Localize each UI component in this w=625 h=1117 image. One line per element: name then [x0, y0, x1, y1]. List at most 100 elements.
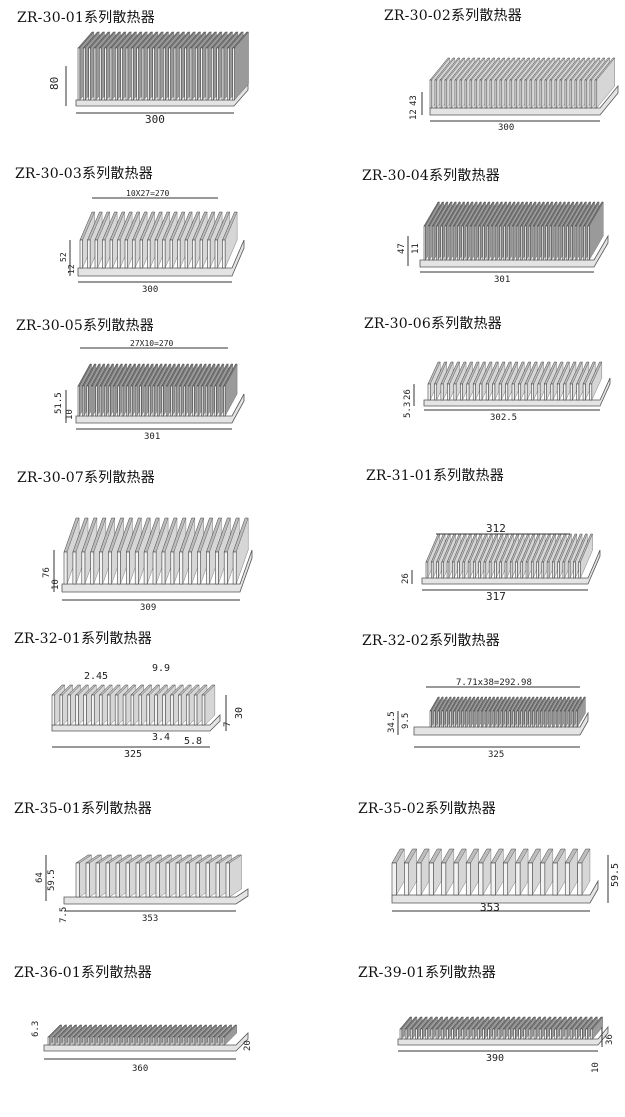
fin-front [482, 225, 485, 261]
fin-front [107, 1036, 111, 1046]
fin-front [185, 862, 190, 898]
fin-front [117, 385, 120, 417]
fin-front [513, 1028, 516, 1040]
fin-front [170, 385, 173, 417]
fin-front [524, 383, 528, 401]
fin-front [59, 694, 63, 726]
fin-front [157, 47, 161, 101]
pitch-dim: 10X27=270 [126, 189, 170, 198]
fin-front [102, 239, 106, 269]
fin-front [569, 383, 573, 401]
fin-front [473, 710, 476, 728]
product-zr-30-01: ZR-30-01系列散热器 80 300 [0, 0, 312, 160]
fin-front [574, 79, 578, 109]
fin-front [130, 694, 135, 726]
fin-front [152, 47, 155, 101]
fin-front [147, 1036, 151, 1046]
fin-front [107, 694, 111, 726]
fin-front [504, 561, 508, 579]
fin-front [124, 239, 128, 269]
heatsink-drawing: 64 59.5 7.5 353 [35, 854, 249, 924]
fin-front [464, 79, 468, 109]
fin-front [457, 561, 460, 579]
fin-front [469, 710, 472, 728]
fin-front [202, 1036, 206, 1046]
fin-front [109, 239, 113, 269]
heatsink-drawing: 80 300 [48, 31, 250, 126]
fin-front [527, 862, 533, 896]
product-title: ZR-32-02系列散热器 [362, 633, 500, 649]
fin-front [515, 561, 518, 579]
fin-front [524, 710, 527, 728]
product-zr-30-05: ZR-30-05系列散热器 27X10=270 51.5 10 301 [0, 310, 312, 470]
fin-front [504, 710, 507, 728]
fin-front [473, 561, 476, 579]
fin-front [428, 862, 434, 896]
fin-front [163, 47, 166, 101]
fin-front [161, 551, 166, 585]
fin-front [484, 79, 488, 109]
fin-front [184, 47, 187, 101]
heatsink-drawing: 7.71x38=292.98 34.5 9.5 325 [387, 678, 589, 760]
fin-front [223, 551, 228, 585]
fin-front [539, 79, 543, 109]
fin-front [155, 862, 160, 898]
base-plate [43, 1032, 249, 1052]
fin-front [509, 561, 513, 579]
fin-front [51, 694, 56, 726]
fin-front [87, 239, 91, 269]
fin-front [416, 862, 422, 896]
width-dim: 301 [144, 432, 160, 442]
fin-front [486, 225, 489, 261]
fin-front [135, 385, 138, 417]
height-dim: 76 [42, 567, 52, 578]
fin-front [436, 561, 439, 579]
fin-front [193, 694, 198, 726]
product-zr-30-04: ZR-30-04系列散热器 47 11 301 [312, 158, 624, 318]
width-dim: 300 [498, 123, 514, 133]
fin-front [531, 561, 534, 579]
fin-front [114, 694, 119, 726]
fin-front [152, 1036, 156, 1046]
fin-front [104, 47, 107, 101]
fin-front [582, 383, 586, 401]
fin-front [440, 225, 443, 261]
fin-front [485, 383, 489, 401]
fin-front [427, 383, 431, 401]
base-plate [77, 239, 245, 277]
fin-front [182, 1036, 186, 1046]
fin-front [584, 79, 588, 109]
fin-front [440, 383, 444, 401]
fin-front [477, 1028, 480, 1040]
fin-front [456, 1028, 459, 1040]
fin-height-dim: 5.8 [184, 736, 202, 747]
fin-front [445, 710, 448, 728]
heatsink-drawing: 6.3 20 360 [31, 1021, 253, 1074]
base-plate [391, 879, 599, 904]
fin-front [437, 710, 440, 728]
fin-front [147, 239, 151, 269]
fin-front [494, 561, 497, 579]
base-dim: 7 [223, 722, 233, 727]
fin-front [105, 862, 110, 898]
fin-front [552, 710, 555, 728]
fin-front [441, 710, 444, 728]
fin-front [143, 385, 147, 417]
fin-front [146, 694, 150, 726]
fin-front [529, 79, 533, 109]
fin-front [77, 385, 80, 417]
fin-front [173, 47, 177, 101]
fin-front [548, 710, 551, 728]
fin-front [514, 79, 518, 109]
base-dim: 9.5 [401, 713, 411, 729]
fin-front [549, 225, 552, 261]
fin-front [511, 225, 514, 261]
fin-front [232, 47, 235, 101]
fin-front [444, 225, 447, 261]
fin-front [544, 383, 547, 401]
fin-front [541, 561, 545, 579]
fin-front [498, 383, 502, 401]
fin-front [212, 1036, 216, 1046]
fin-front [192, 385, 195, 417]
fin-front [525, 561, 529, 579]
